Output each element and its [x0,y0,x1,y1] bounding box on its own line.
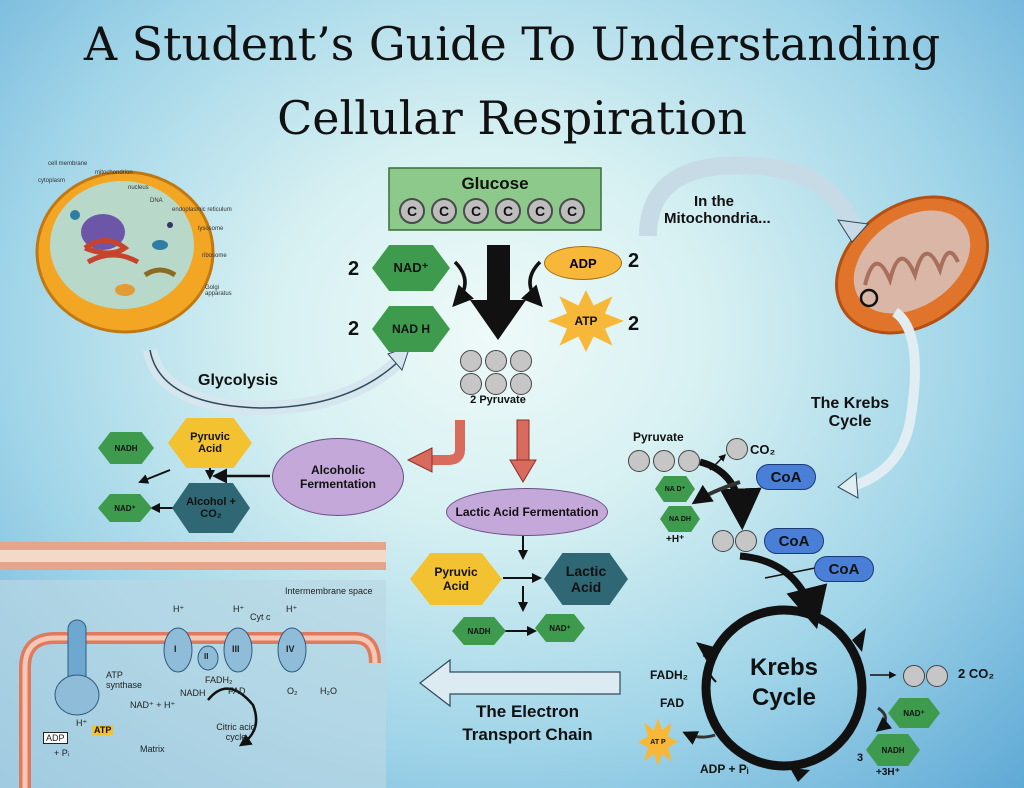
krebs-nad-hexagon: NAD⁺ [888,698,940,728]
krebs-nadh-hexagon: NADH [866,734,920,766]
lactic-pyruvic-hexagon: Pyruvic Acid [410,553,502,605]
pyruvate-carbon [485,350,507,372]
krebs-co2-carbon [903,665,925,687]
etc-complex-1: I [174,644,177,654]
lactic-fermentation-ellipse: Lactic Acid Fermentation [446,488,608,536]
krebs-co2-carbon [926,665,948,687]
etc-nadh: NADH [180,688,206,698]
link-coa-pill-3: CoA [814,556,874,582]
etc-h-1: H⁺ [173,604,185,614]
pyruvate-carbon [460,350,482,372]
link-pyruvate-label: Pyruvate [633,430,684,444]
etc-adp: ADP [43,732,68,744]
nadh-count: 2 [348,318,360,340]
krebs-co2: 2 CO₂ [958,666,995,681]
etc-fad: FAD [228,686,246,696]
krebs-h-label: +3H⁺ [876,767,900,778]
link-co2-label: CO₂ [750,442,776,457]
krebs-adp: ADP + Pᵢ [700,762,749,776]
animal-cell-illustration [35,170,215,334]
link-coa-pill-2: CoA [764,528,824,554]
adp-oval: ADP [544,246,622,280]
link-pyruvate-carbon [653,450,675,472]
etc-complex-2: II [204,652,209,661]
glucose-label: Glucose [461,174,529,193]
cell-label-nucleus: nucleus [128,185,149,191]
atp-count: 2 [628,313,640,335]
etc-atp-synthase: ATP synthase [106,670,143,690]
link-nad-hexagon: NA D⁺ [655,476,695,502]
etc-complex-3: III [232,644,240,654]
etc-h-2: H⁺ [233,604,245,614]
etc-h-synthase: H⁺ [76,718,88,728]
etc-complex-4: IV [286,644,295,654]
glucose-carbon: C [463,198,489,224]
etc-o2: O₂ [287,686,298,696]
cell-label-lysosome: lysosome [198,226,224,232]
page-title-line1: A Student’s Guide To Understanding [83,17,941,71]
krebs-title-1: Krebs [749,654,819,681]
acetyl-carbon [735,530,757,552]
pyruvate-carbon [510,350,532,372]
link-h-label: +H⁺ [666,534,685,545]
etc-pi: + Pᵢ [54,748,70,758]
lactic-nadh-hexagon: NADH [452,617,506,645]
link-pyruvate-carbon [628,450,650,472]
krebs-title-2: Cycle [751,684,817,711]
pyruvate-label: 2 Pyruvate [470,394,526,406]
alcohol-co2-hexagon: Alcohol + CO₂ [172,483,250,533]
acetyl-carbon [712,530,734,552]
link-coa-pill-1: CoA [756,464,816,490]
lactic-acid-hexagon: Lactic Acid [544,553,628,605]
pyruvate-carbon [510,373,532,395]
etc-fadh2: FADH₂ [205,675,233,685]
etc-matrix: Matrix [140,744,165,754]
link-nadh-hexagon: NA DH [660,506,700,532]
glycolysis-label: Glycolysis [198,372,279,389]
etc-citric-cycle: Citric acid cycle [216,722,256,742]
etc-h-3: H⁺ [286,604,298,614]
mitochondrion-illustration [835,195,989,335]
glucose-carbon: C [559,198,585,224]
cell-label-golgi: Golgi apparatus [205,285,232,297]
adp-count: 2 [628,250,640,272]
etc-intermembrane: Intermembrane space [285,586,373,596]
link-co2-carbon [726,438,748,460]
glucose-carbon: C [399,198,425,224]
cell-label-dna: DNA [150,198,163,204]
nad-plus-hexagon: NAD⁺ [372,245,450,291]
etc-cytc: Cyt c [250,612,271,622]
etc-h2o: H₂O [320,686,337,696]
lactic-nad-hexagon: NAD⁺ [535,614,585,642]
glucose-carbon: C [527,198,553,224]
etc-atp: ATP [92,725,114,735]
nadh-hexagon: NAD H [372,306,450,352]
alcoholic-pyruvic-hexagon: Pyruvic Acid [168,418,252,468]
alcoholic-nadh-hexagon: NADH [98,432,154,464]
alcoholic-nad-hexagon: NAD⁺ [98,494,152,522]
cell-label-ribosome: ribosome [202,253,227,259]
alcoholic-fermentation-ellipse: Alcoholic Fermentation [272,438,404,516]
cell-label-cytoplasm: cytoplasm [38,178,66,184]
link-pyruvate-carbon [678,450,700,472]
cell-label-mitochondrion: mitochondrion [95,170,133,176]
cell-label-membrane: cell membrane [48,161,88,167]
krebs-fadh2: FADH₂ [650,668,688,682]
krebs-nadh-count: 3 [857,752,864,764]
krebs-fad: FAD [660,696,684,710]
krebs-cycle-label: The Krebs Cycle [810,395,890,430]
nad-count: 2 [348,258,360,280]
page-title-line2: Cellular Respiration [277,91,747,145]
pyruvate-carbon [485,373,507,395]
glucose-carbon: C [495,198,521,224]
etc-label: The Electron Transport Chain [462,702,593,744]
mitochondria-label: In the Mitochondria... [664,193,771,227]
glucose-carbon: C [431,198,457,224]
pyruvate-carbon [460,373,482,395]
cell-label-er: endoplasmic reticulum [172,207,232,213]
etc-nad-h: NAD⁺ + H⁺ [130,700,176,710]
